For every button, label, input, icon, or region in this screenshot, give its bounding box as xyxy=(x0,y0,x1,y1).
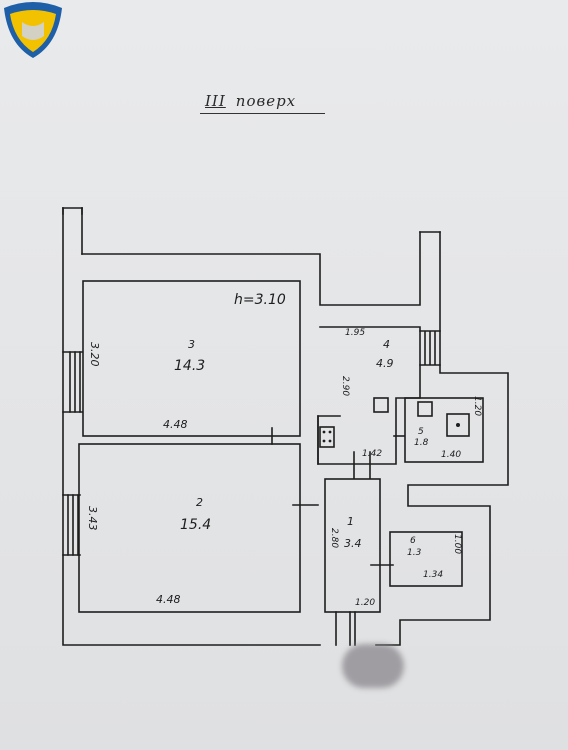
floor-title-underline xyxy=(200,113,325,114)
room-6-width: 1.34 xyxy=(423,570,444,580)
room-4-width: 1.95 xyxy=(345,328,366,338)
room-6-outline xyxy=(389,531,463,587)
outer-wall-left-bottom xyxy=(62,207,321,646)
room-6-number: 6 xyxy=(410,536,416,546)
fixture-stove xyxy=(319,426,335,448)
room-4-height: 2.90 xyxy=(340,376,350,397)
room-2-height: 3.43 xyxy=(86,506,99,531)
room-3-number: 3 xyxy=(188,338,195,351)
outer-wall-right xyxy=(375,231,509,646)
room-1-number: 1 xyxy=(347,515,354,528)
window-left-upper xyxy=(69,351,81,413)
fixture-toilet-4 xyxy=(373,397,389,413)
room-3-area: 14.3 xyxy=(174,358,206,374)
room-1-outline xyxy=(324,478,381,613)
room-2-number: 2 xyxy=(196,496,203,509)
floor-roman-numeral: III xyxy=(205,92,226,110)
room-2-area: 15.4 xyxy=(180,517,212,533)
floor-word: поверх xyxy=(235,92,297,110)
room-6-height: 1.00 xyxy=(452,534,462,555)
room-5-width: 1.40 xyxy=(441,450,462,460)
outer-wall-top xyxy=(81,231,421,306)
room-6-area: 1.3 xyxy=(407,548,422,558)
room-4-number: 4 xyxy=(383,338,390,351)
corridor-width: 1.42 xyxy=(362,449,383,459)
room-2-outline xyxy=(78,443,301,613)
room-1-width: 1.20 xyxy=(355,598,376,608)
blurred-stamp xyxy=(342,644,404,688)
room-3-height: 3.20 xyxy=(88,342,101,367)
ceiling-height-label: h=3.10 xyxy=(234,292,286,308)
room-5-height: 1.20 xyxy=(472,396,482,417)
room-4-area: 4.9 xyxy=(376,357,394,370)
room-3-width: 4.48 xyxy=(163,418,188,431)
floor-title: III поверх xyxy=(205,92,296,110)
room-3-outline xyxy=(82,280,301,437)
room-1-height: 2.80 xyxy=(329,528,339,549)
room-5-area: 1.8 xyxy=(414,438,429,448)
room-5-outline xyxy=(404,397,484,463)
room-5-number: 5 xyxy=(418,427,424,437)
shield-logo-icon xyxy=(4,2,62,58)
window-left-lower xyxy=(67,494,79,556)
room-1-area: 3.4 xyxy=(344,537,362,550)
window-right xyxy=(419,330,441,366)
room-2-width: 4.48 xyxy=(156,593,181,606)
fixture-bath xyxy=(446,413,470,437)
fixture-sink xyxy=(417,401,433,417)
